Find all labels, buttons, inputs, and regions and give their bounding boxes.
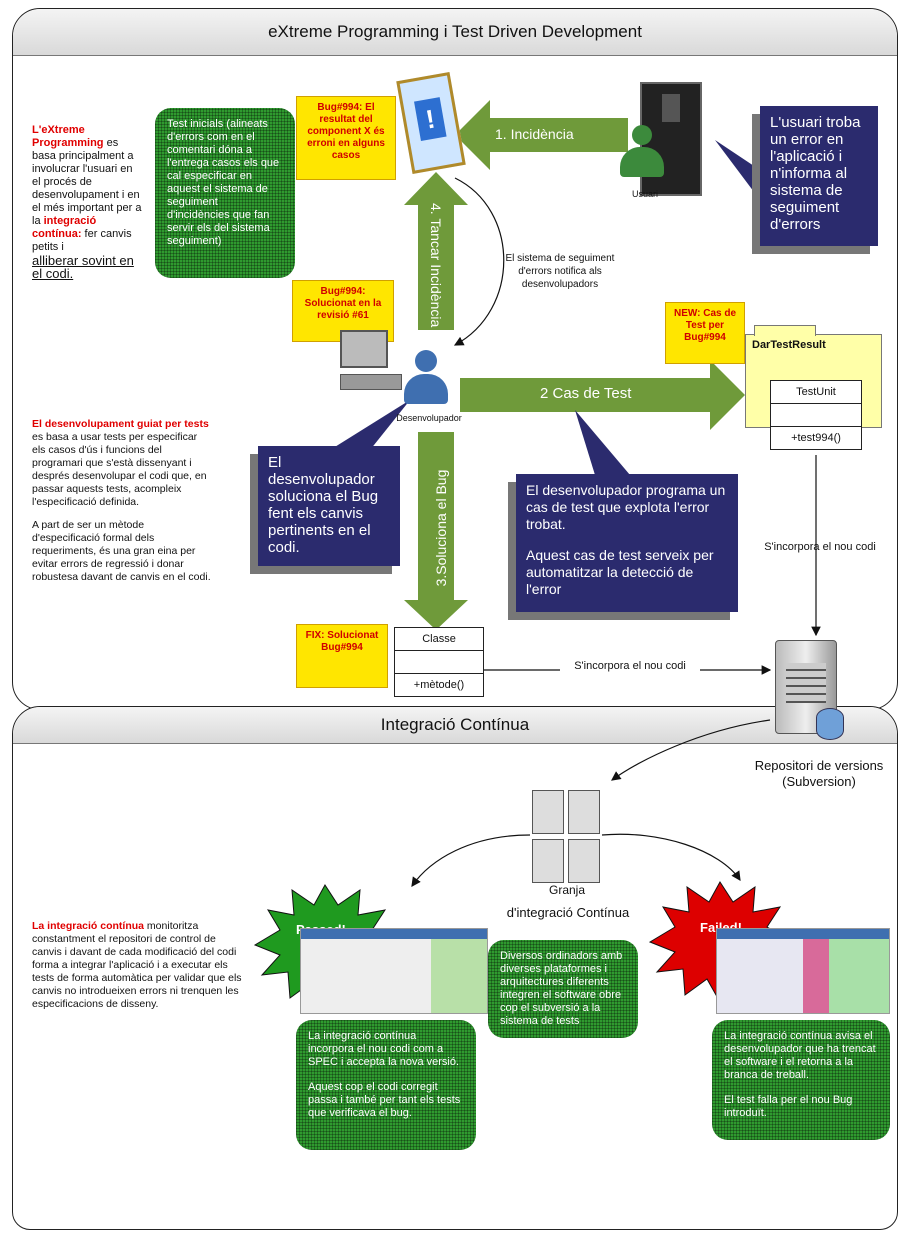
uml-class-row-1: Classe bbox=[395, 628, 483, 651]
green-box-granja: Diversos ordinadors amb diverses platafo… bbox=[488, 940, 638, 1038]
tag-fix: FIX: Solucionat Bug#994 bbox=[296, 624, 388, 688]
green-box-passed-text-1: La integració contínua incorpora el nou … bbox=[308, 1030, 460, 1068]
build-farm-icon bbox=[532, 790, 602, 883]
developer-label: Desenvolupador bbox=[396, 413, 462, 423]
server-icon bbox=[775, 640, 837, 734]
uml-test-class: TestUnit +test994() bbox=[770, 380, 862, 450]
note-dev-fix: El desenvolupador soluciona el Bug fent … bbox=[258, 446, 400, 566]
green-box-failed-text-1: La integració contínua avisa el desenvol… bbox=[724, 1030, 876, 1081]
green-box-test-inicials: Test inicials (alineats d'errors com en … bbox=[155, 108, 295, 278]
arrow-granja-to-passed bbox=[411, 834, 531, 887]
green-box-failed-text-2: El test falla per el nou Bug introduït. bbox=[724, 1094, 853, 1119]
xp-description: L'eXtreme Programming es basa principalm… bbox=[32, 124, 144, 280]
uml-class-row-3: +mètode() bbox=[413, 679, 465, 691]
arrow-granja-to-failed bbox=[601, 833, 741, 881]
uml-class-row-2 bbox=[395, 651, 483, 674]
uml-test-class-row-2 bbox=[771, 404, 861, 427]
passed-screenshot bbox=[300, 928, 488, 1014]
granja-label-2: d'integració Contínua bbox=[506, 905, 630, 920]
developer-icon bbox=[404, 350, 448, 410]
xp-tdd-panel-title: eXtreme Programming i Test Driven Develo… bbox=[13, 9, 897, 56]
arrow-repo-to-granja bbox=[611, 719, 771, 781]
repositori-label: Repositori de versions (Subversion) bbox=[754, 758, 884, 789]
label-tancar: 4. Tancar Incidència bbox=[428, 203, 444, 328]
callout-dev-test-pointer bbox=[575, 410, 630, 475]
note-dev-test-text-2: Aquest cas de test serveix per automatit… bbox=[526, 547, 714, 597]
test-folder-name: DarTestResult bbox=[752, 339, 826, 351]
tag-new-test: NEW: Cas de Test per Bug#994 bbox=[665, 302, 745, 364]
test-folder-tab bbox=[754, 325, 816, 336]
granja-label-1: Granja bbox=[548, 883, 586, 897]
ci-description: La integració contínua monitoritza const… bbox=[32, 920, 242, 1010]
ci-panel-title: Integració Contínua bbox=[13, 707, 897, 744]
user-icon bbox=[620, 125, 664, 185]
database-icon bbox=[816, 708, 844, 740]
uml-class: Classe +mètode() bbox=[394, 627, 484, 697]
uml-test-class-row-1: TestUnit bbox=[771, 381, 861, 404]
arrow-tancar bbox=[404, 172, 468, 330]
label-cas-de-test: 2 Cas de Test bbox=[540, 385, 632, 402]
green-box-passed: La integració contínua incorpora el nou … bbox=[296, 1020, 476, 1150]
notification-label: El sistema de seguiment d'errors notific… bbox=[505, 253, 615, 290]
green-box-passed-text-2: Aquest cop el codi corregit passa i tamb… bbox=[308, 1081, 461, 1119]
uml-test-class-row-3: +test994() bbox=[791, 432, 841, 444]
xp-description-underline: alliberar sovint en el codi. bbox=[32, 253, 134, 281]
note-user-error: L'usuari troba un error en l'aplicació i… bbox=[760, 106, 878, 246]
arrow-incidencia bbox=[455, 100, 628, 170]
green-box-failed: La integració contínua avisa el desenvol… bbox=[712, 1020, 890, 1140]
user-label: Usuari bbox=[631, 189, 658, 199]
note-dev-test: El desenvolupador programa un cas de tes… bbox=[516, 474, 738, 612]
tdd-description: El desenvolupament guiat per tests es ba… bbox=[32, 418, 211, 583]
failed-screenshot bbox=[716, 928, 890, 1014]
tdd-description-2: A part de ser un mètode d'especificació … bbox=[32, 519, 211, 583]
arrow-soluciona bbox=[404, 432, 468, 630]
label-incorpora-right: S'incorpora el nou codi bbox=[764, 541, 876, 553]
tag-bug-report: Bug#994: El resultat del component X és … bbox=[296, 96, 396, 180]
note-dev-test-text-1: El desenvolupador programa un cas de tes… bbox=[526, 482, 726, 532]
arrow-notifica bbox=[453, 177, 505, 346]
label-incidencia: 1. Incidència bbox=[495, 126, 574, 142]
arrow-cas-de-test bbox=[460, 360, 745, 430]
callout-user-pointer bbox=[715, 140, 760, 200]
callout-dev-fix-pointer bbox=[330, 400, 410, 450]
label-soluciona: 3.Soluciona el Bug bbox=[433, 469, 449, 587]
computer-icon bbox=[340, 330, 402, 392]
label-incorpora-bottom: S'incorpora el nou codi bbox=[560, 660, 700, 673]
